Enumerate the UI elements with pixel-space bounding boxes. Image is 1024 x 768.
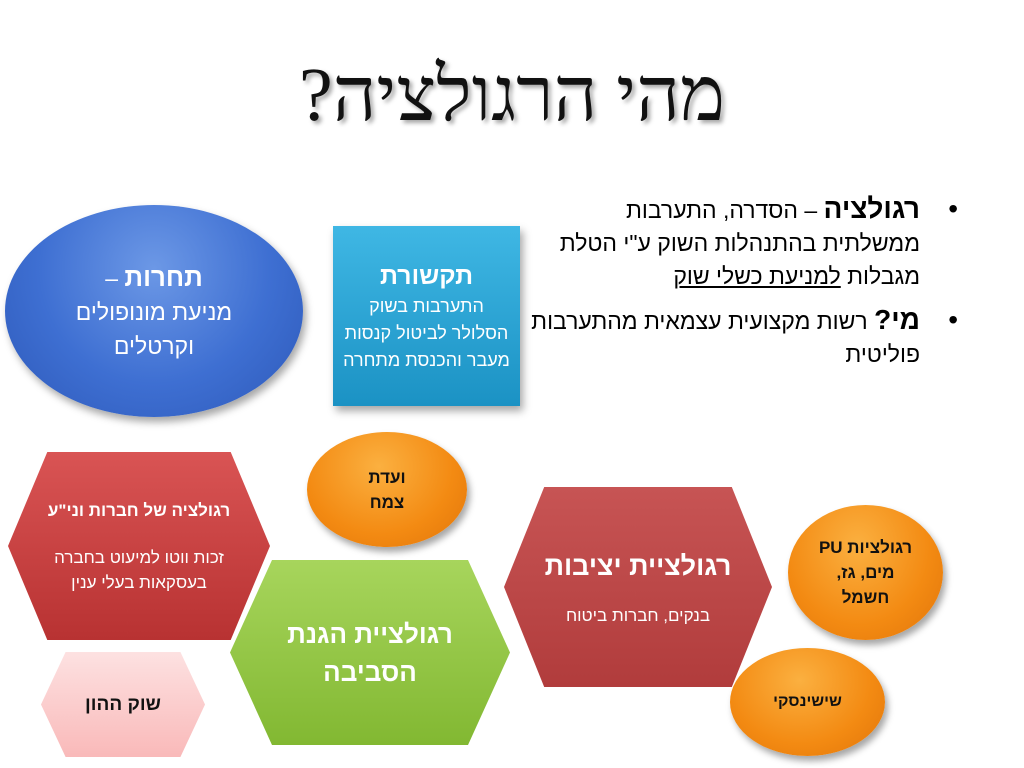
sheshinski-oval: שישינסקי — [730, 648, 885, 756]
telecom-body: התערבות בשוק הסלולר לביטול קנסות מעבר וה… — [343, 295, 510, 370]
tzemach-head: ועדת צמח — [368, 467, 406, 512]
bullet-term: מי? — [874, 304, 920, 335]
bullet-text: הסדרה, התערבות ממשלתית בהתנהלות השוק ע"י… — [559, 197, 920, 289]
competition-head: תחרות — [124, 261, 203, 292]
pu-oval: רגולציות PU מים, גז, חשמל — [788, 505, 943, 640]
stability-body: בנקים, חברות ביטוח — [565, 605, 711, 625]
bullet-underlined-text: למניעת כשלי שוק — [673, 263, 841, 289]
bullet-text: רשות מקצועית עצמאית מהתערבות פוליטית — [531, 308, 920, 367]
capital-market-hexagon: שוק ההון — [41, 652, 205, 757]
companies-body: זכות ווטו למיעוט בחברה בעסקאות בעלי ענין — [54, 547, 224, 592]
environment-head: רגולציית הגנת הסביבה — [287, 618, 453, 687]
companies-hexagon: רגולציה של חברות וני"ע זכות ווטו למיעוט … — [8, 452, 270, 640]
stability-head: רגולציית יציבות — [544, 550, 732, 581]
stability-hexagon: רגולציית יציבות בנקים, חברות ביטוח — [504, 487, 772, 687]
competition-dash: – — [105, 264, 125, 291]
competition-body: מניעת מונופולים וקרטלים — [75, 298, 233, 359]
bullet-dot-icon: • — [948, 193, 958, 224]
capital-market-head: שוק ההון — [85, 693, 161, 715]
bullet-dot-icon: • — [948, 304, 958, 335]
bullet-separator: – — [797, 197, 824, 223]
pu-head: רגולציות PU מים, גז, חשמל — [818, 538, 913, 607]
bullet-list: • רגולציה – הסדרה, התערבות ממשלתית בהתנה… — [530, 192, 970, 381]
slide-title: מהי הרגולציה? — [298, 53, 725, 137]
environment-hexagon: רגולציית הגנת הסביבה — [230, 560, 510, 745]
bullet-term: רגולציה — [823, 193, 920, 224]
telecom-box: תקשורת התערבות בשוק הסלולר לביטול קנסות … — [333, 226, 520, 406]
telecom-head: תקשורת — [379, 261, 474, 290]
companies-head: רגולציה של חברות וני"ע — [47, 500, 231, 520]
competition-oval: תחרות – מניעת מונופולים וקרטלים — [5, 205, 303, 417]
bullet-who: • מי? רשות מקצועית עצמאית מהתערבות פוליט… — [530, 303, 970, 371]
sheshinski-head: שישינסקי — [773, 693, 842, 710]
bullet-definition: • רגולציה – הסדרה, התערבות ממשלתית בהתנה… — [530, 192, 970, 293]
tzemach-oval: ועדת צמח — [307, 432, 467, 547]
